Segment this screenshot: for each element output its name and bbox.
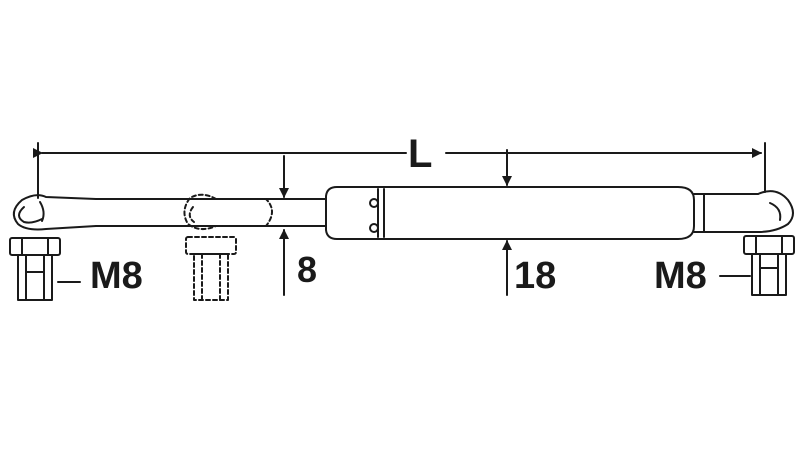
right-thread-label: M8: [654, 255, 707, 297]
left-thread-label: M8: [90, 255, 143, 297]
body-diameter-label: 18: [514, 255, 557, 297]
alternative-fitting-dashed: [183, 193, 273, 301]
left-threaded-stud: [9, 237, 61, 301]
piston-rod: [95, 198, 327, 227]
overall-length-label: L: [408, 132, 433, 176]
left-end-fitting: [12, 194, 97, 231]
cylinder-body: [325, 186, 759, 240]
overall-length-dimension: [33, 142, 766, 199]
rod-diameter-label: 8: [297, 249, 318, 290]
right-threaded-stud: [743, 235, 795, 296]
right-end-fitting: [757, 190, 794, 233]
